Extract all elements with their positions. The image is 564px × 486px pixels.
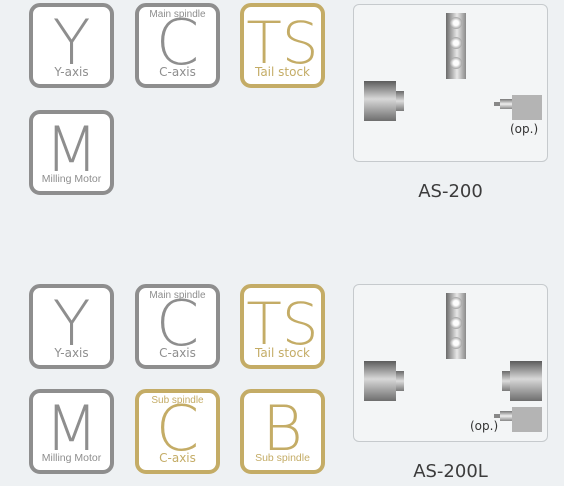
optional-label: (op.) bbox=[470, 419, 499, 433]
tile-letter: C bbox=[155, 6, 200, 79]
main-spindle-image bbox=[364, 361, 404, 401]
sub-spindle-b-axis-tile: B Sub spindle bbox=[240, 389, 325, 474]
model-name: AS-200 bbox=[418, 181, 483, 202]
tile-letter: Y bbox=[52, 287, 91, 360]
tile-caption: Sub spindle bbox=[255, 452, 310, 464]
tail-stock-image bbox=[494, 95, 542, 120]
machine-diagram-as200l: (op.) bbox=[353, 284, 548, 442]
machine-diagram-as200: (op.) bbox=[353, 4, 548, 162]
tail-stock-image bbox=[494, 407, 542, 432]
turret-image bbox=[446, 293, 466, 359]
main-spindle-image bbox=[364, 81, 404, 121]
tile-letter: Y bbox=[52, 6, 91, 79]
milling-motor-tile: M Milling Motor bbox=[29, 110, 114, 195]
optional-label: (op.) bbox=[510, 122, 539, 136]
model-name: AS-200L bbox=[413, 461, 488, 482]
tile-caption: C-axis bbox=[159, 451, 196, 465]
main-spindle-c-axis-tile: Main spindle C C-axis bbox=[135, 284, 220, 369]
tile-letter: C bbox=[155, 287, 200, 360]
milling-motor-tile: M Milling Motor bbox=[29, 389, 114, 474]
tile-caption: Milling Motor bbox=[41, 452, 102, 464]
tile-letter: C bbox=[155, 392, 200, 465]
tile-letter: M bbox=[44, 113, 99, 186]
tile-caption: Y-axis bbox=[54, 346, 89, 360]
main-spindle-c-axis-tile: Main spindle C C-axis bbox=[135, 3, 220, 88]
tile-letter: M bbox=[44, 392, 99, 465]
tail-stock-tile: TS Tail stock bbox=[240, 3, 325, 88]
y-axis-tile: Y Y-axis bbox=[29, 3, 114, 88]
tile-letter: TS bbox=[246, 9, 319, 77]
tile-letter: B bbox=[262, 392, 303, 465]
tile-caption: Tail stock bbox=[254, 346, 311, 360]
tile-heading: Main spindle bbox=[149, 290, 206, 301]
tail-stock-tile: TS Tail stock bbox=[240, 284, 325, 369]
tile-caption: C-axis bbox=[159, 65, 196, 79]
tile-caption: Milling Motor bbox=[41, 173, 102, 185]
tile-letter: TS bbox=[246, 290, 319, 358]
tile-caption: Tail stock bbox=[254, 65, 311, 79]
tile-caption: Y-axis bbox=[54, 65, 89, 79]
sub-spindle-image bbox=[502, 361, 542, 401]
tile-heading: Sub spindle bbox=[151, 395, 204, 406]
y-axis-tile: Y Y-axis bbox=[29, 284, 114, 369]
sub-spindle-c-axis-tile: Sub spindle C C-axis bbox=[135, 389, 220, 474]
tile-heading: Main spindle bbox=[149, 9, 206, 20]
tile-caption: C-axis bbox=[159, 346, 196, 360]
turret-image bbox=[446, 13, 466, 79]
